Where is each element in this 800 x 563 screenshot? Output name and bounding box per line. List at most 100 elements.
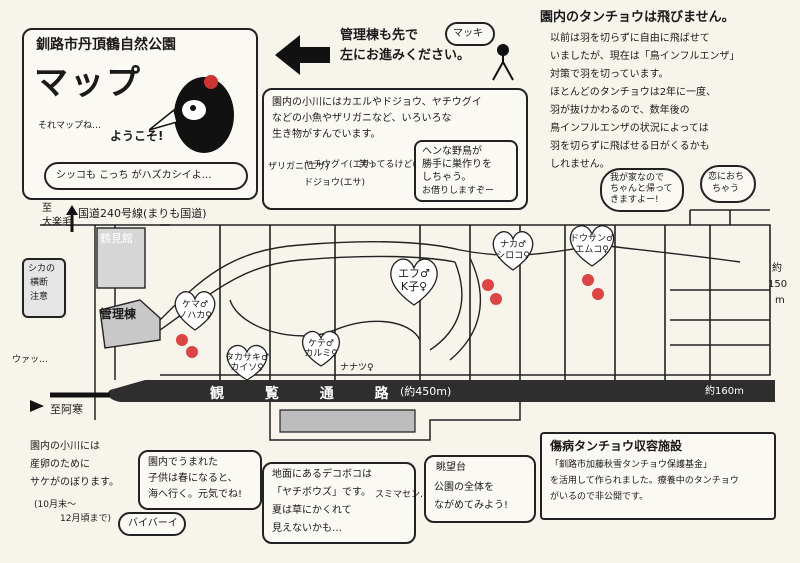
park-name: 釧路市丹頂鶴自然公園 [36, 37, 176, 53]
mounds-line-3: 夏は草にかくれて [272, 505, 352, 516]
arrow-note-line1: 管理棟も先で [340, 28, 419, 43]
home-speech-3: きますよー! [610, 195, 659, 205]
chicks-line-2: 子供は春になると、 [148, 473, 238, 484]
facility-info-box: 傷病タンチョウ収容施設 「釧路市加藤秋雪タンチョウ保護基金」 を活用して作られま… [540, 432, 776, 520]
info-line-1: 以前は羽を切らずに自由に飛ばせて [550, 33, 710, 44]
info-line-6: 鳥インフルエンザの状況によっては [550, 123, 709, 134]
home-speech-2: ちゃんと帰って [610, 184, 673, 194]
big-left-arrow [275, 35, 330, 75]
north-length-2: 150 [768, 279, 788, 290]
creature-label-dace: ヤチウグイ(エサ) [304, 160, 375, 170]
salmon-line-2: 産卵のために [30, 459, 90, 470]
crossing-1: シカの [28, 264, 56, 274]
bottom-speech-bubble: シッコも こっち がハズカシイよ… [44, 162, 248, 190]
love-speech-bubble: 恋におち ちゃう [700, 165, 756, 203]
east-length: 約160m [705, 386, 744, 397]
info-line-4: ほとんどのタンチョウは2年に一度、 [550, 87, 717, 98]
deer-crossing-sign: シカの 横断 注意 [22, 258, 66, 318]
bird-name: マッキ [453, 28, 483, 39]
facility-label: 鶴見館 [100, 232, 133, 245]
bottom-speech: シッコも こっち がハズカシイよ… [56, 170, 212, 181]
mound-area [279, 409, 416, 433]
chick-speech: それマップね… [38, 121, 102, 131]
wild-bird-line-1: ヘンな野鳥が [422, 146, 482, 157]
facility-info-line-3: を活用して作られました。療養中のタンチョウ [550, 476, 739, 486]
inner-path-1 [159, 241, 601, 321]
deer-sound: ウァッ… [12, 355, 49, 365]
river-line-1: 園内の小川にはカエルやドジョウ、ヤチウグイ [272, 97, 482, 108]
salmon-line-1: 園内の小川には [30, 441, 100, 452]
wild-bird-line-2: 勝手に巣作りを [422, 159, 492, 170]
pen-heart-taka: タカサキ♂ カイソ♀ [222, 342, 272, 382]
observatory-note-box: 眺望台 公園の全体を ながめてみよう! [424, 455, 536, 523]
small-crane-icon [492, 44, 514, 81]
to-okan-2: 大楽毛 [42, 217, 72, 228]
pen-heart-dosan: ドウサン♂ エムコ♀ [565, 222, 619, 268]
home-speech-bubble: 我が家なので ちゃんと帰って きますよー! [600, 168, 684, 212]
tsurumi-hall-building [96, 227, 146, 289]
mounds-note-box: 地面にあるデコボコは 「ヤチボウズ」です。 夏は草にかくれて 見えないかも… [262, 462, 416, 544]
info-line-8: しれません。 [550, 159, 610, 170]
bye-text: バイバーイ [128, 518, 178, 529]
river-line-2: などの小魚やザリガニなど、いろいろな [272, 113, 452, 124]
bye-bubble: バイバーイ [118, 512, 186, 536]
creature-label-frog: 笑ってるけど(エサ) [359, 160, 438, 170]
info-line-5: 羽が抜けかわるので、数年後の [550, 105, 690, 116]
pen-label-nanatsu: ナナツ♀ [340, 363, 374, 373]
mounds-line-2: 「ヤチボウズ」です。 [272, 487, 371, 498]
crossing-2: 横断 [30, 278, 49, 288]
observatory-line-2: 公園の全体を [434, 482, 494, 493]
crane-pair-icon [582, 274, 604, 300]
walkway-label: 観 覧 通 路 [210, 386, 407, 402]
love-speech-2: ちゃう [712, 184, 740, 194]
north-length-1: 約 [772, 263, 782, 274]
north-length-3: m [775, 295, 785, 306]
wild-bird-note-box: ヘンな野鳥が 勝手に巣作りを しちゃう。 お借りしますぞー [414, 140, 518, 202]
creature-label-crayfish: ザリガニ(エサ) [268, 162, 330, 172]
info-line-3: 対策で羽を切っています。 [550, 69, 669, 80]
info-line-7: 羽を切らずに飛ばせる日がくるかも [550, 141, 710, 152]
creature-label-loach: ドジョウ(エサ) [304, 178, 366, 188]
chicks-line-3: 海へ行く。元気でね! [148, 489, 243, 500]
borrow-note: お借りしますぞー [422, 186, 495, 196]
bird-name-bubble: マッキ [445, 22, 495, 46]
chicks-note-box: 園内でうまれた 子供は春になると、 海へ行く。元気でね! [138, 450, 262, 510]
crane-head-icon [149, 75, 234, 153]
salmon-line-4: (10月末～ [34, 500, 76, 510]
observatory-line-3: ながめてみよう! [434, 500, 509, 511]
map-word: マップ [34, 63, 142, 103]
chicks-line-1: 園内でうまれた [148, 457, 218, 468]
pen-heart-naka: ナカ♂ シロコ♀ [488, 228, 538, 272]
facility-info-title: 傷病タンチョウ収容施設 [550, 439, 683, 453]
pen-heart-efu: エフ♂ K子♀ [385, 255, 443, 307]
pardon-text: スミマセン… [375, 490, 430, 500]
crossing-3: 注意 [30, 292, 49, 302]
salmon-line-3: サケがのぼります。 [30, 477, 119, 488]
walkway-length: (約450m) [400, 385, 452, 398]
facility-info-line-4: がいるので非公開です。 [550, 492, 649, 502]
crane-pair-icon [176, 334, 198, 358]
crane-pair-icon [482, 279, 502, 305]
facility-info-line-2: 「釧路市加藤秋雪タンチョウ保護基金」 [550, 460, 713, 470]
arrow-note-line2: 左にお進みください。 [340, 48, 471, 63]
title-box: 釧路市丹頂鶴自然公園 マップ それマップね… ようこそ! シッコも こっち がハ… [22, 28, 258, 200]
home-speech-1: 我が家なので [610, 173, 665, 183]
to-okan-1: 至 [42, 203, 52, 214]
mounds-line-4: 見えないかも… [272, 523, 342, 534]
observatory-line-1: 眺望台 [436, 462, 466, 473]
admin-building [99, 299, 161, 349]
salmon-line-5: 12月頃まで) [60, 514, 111, 524]
viewing-walkway [150, 380, 775, 402]
paddock-outline [160, 224, 771, 376]
to-akan: 至阿寒 [50, 403, 83, 416]
river-line-3: 生き物がすんでいます。 [272, 129, 381, 140]
pen-heart-kema: ケマ♂ ノハカ♀ [170, 288, 220, 332]
info-title: 園内のタンチョウは飛びません。 [540, 10, 735, 25]
pen-heart-kete: ケテ♂ カルミ♀ [298, 328, 344, 368]
wild-bird-line-3: しちゃう。 [422, 172, 472, 183]
welcome-greeting: ようこそ! [110, 129, 164, 143]
mounds-line-1: 地面にあるデコボコは [272, 469, 372, 480]
river-box: 園内の小川にはカエルやドジョウ、ヤチウグイ などの小魚やザリガニなど、いろいろな… [262, 88, 528, 210]
info-line-2: いましたが、現在は「鳥インフルエンザ」 [550, 51, 740, 62]
